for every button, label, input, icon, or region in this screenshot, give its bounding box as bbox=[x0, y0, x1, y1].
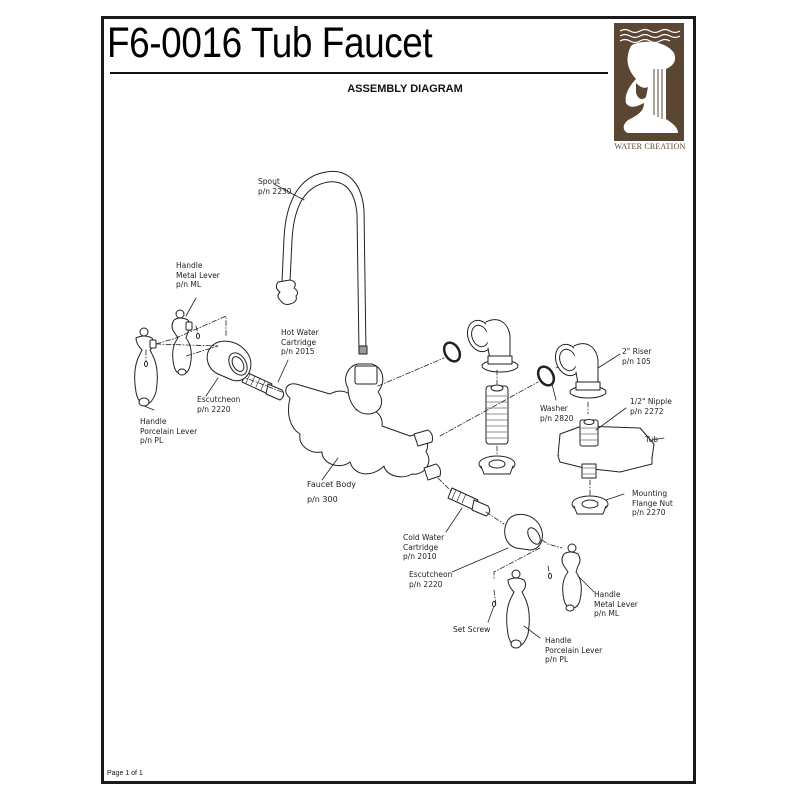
hot-cartridge-part bbox=[241, 371, 285, 401]
brand-name: WATER CREATION bbox=[614, 142, 686, 151]
label-set-screw: Set Screw bbox=[453, 625, 491, 634]
escutcheon-right-part bbox=[504, 513, 543, 551]
water-creation-logo-icon bbox=[614, 23, 684, 141]
nipple-right-part bbox=[579, 419, 599, 479]
label-handle-metal-left: Handle Metal Lever p/n ML bbox=[176, 261, 220, 289]
label-spout: Spout p/n 2230 bbox=[258, 177, 292, 196]
label-handle-porcelain-right: Handle Porcelain Lever p/n PL bbox=[545, 636, 603, 664]
title-divider bbox=[110, 72, 608, 74]
handle-porcelain-right-part bbox=[506, 569, 530, 649]
label-tub: Tub bbox=[645, 435, 658, 444]
riser-right-part bbox=[554, 343, 607, 399]
label-hot-cartridge: Hot Water Cartridge p/n 2015 bbox=[281, 328, 319, 356]
page-frame bbox=[101, 16, 696, 784]
faucet-body-part bbox=[285, 363, 441, 481]
label-flange-nut: Mounting Flange Nut p/n 2270 bbox=[632, 489, 673, 517]
label-washer: Washer p/n 2820 bbox=[540, 404, 574, 423]
spout-part bbox=[275, 170, 368, 355]
label-riser: 2" Riser p/n 105 bbox=[622, 347, 652, 366]
label-faucet-body: Faucet Body p/n 300 bbox=[307, 480, 357, 504]
page-number: Page 1 of 1 bbox=[107, 770, 143, 777]
riser-left-part bbox=[466, 319, 519, 373]
label-cold-cartridge: Cold Water Cartridge p/n 2010 bbox=[403, 533, 445, 561]
flange-nut-right-part bbox=[571, 495, 609, 515]
label-handle-metal-right: Handle Metal Lever p/n ML bbox=[594, 590, 638, 618]
washer-left-part bbox=[442, 341, 462, 363]
handle-porcelain-left-part bbox=[134, 327, 158, 407]
handle-metal-right-part bbox=[561, 543, 582, 612]
washer-right-part bbox=[536, 365, 556, 387]
handle-metal-left-part bbox=[171, 309, 193, 376]
escutcheon-left-part bbox=[206, 340, 252, 382]
nipple-left-part bbox=[485, 384, 509, 445]
label-escutcheon-right: Escutcheon p/n 2220 bbox=[409, 570, 453, 589]
flange-nut-left-part bbox=[478, 455, 516, 475]
tub-part bbox=[557, 425, 655, 473]
label-nipple: 1/2" Nipple p/n 2272 bbox=[630, 397, 672, 416]
cold-cartridge-part bbox=[447, 487, 491, 517]
label-escutcheon-left: Escutcheon p/n 2220 bbox=[197, 395, 241, 414]
document-title: F6-0016 Tub Faucet bbox=[107, 19, 433, 67]
document-subtitle: ASSEMBLY DIAGRAM bbox=[347, 83, 463, 95]
label-handle-porcelain-left: Handle Porcelain Lever p/n PL bbox=[140, 417, 198, 445]
